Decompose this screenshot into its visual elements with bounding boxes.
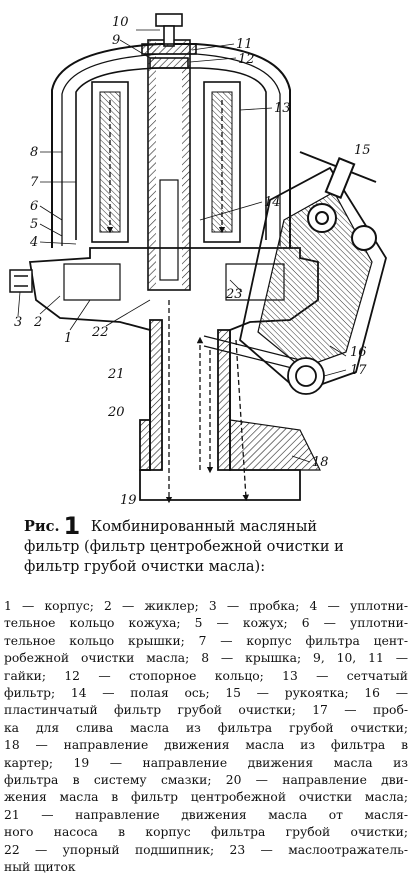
label-18: 18	[312, 455, 329, 470]
label-19: 19	[120, 493, 137, 508]
legend-line: фильтра в систему смазки; 20 — направлен…	[4, 773, 408, 788]
hollow-axis	[147, 39, 191, 291]
filter-diagram: 10 9 11 12 13 14 15 8 7 6 5 4 3 2 1 22 2…	[9, 13, 387, 508]
label-10: 10	[112, 15, 129, 30]
flow-arrows	[106, 100, 250, 504]
label-13: 13	[274, 101, 291, 116]
caption-line-1: Комбинированный масляный	[90, 519, 318, 535]
leader-lines	[17, 29, 347, 463]
handle	[299, 151, 377, 251]
parts-legend: 1 — корпус; 2 — жиклер; 3 — пробка; 4 — …	[4, 598, 408, 877]
caption-prefix: Рис.	[24, 518, 60, 535]
label-12: 12	[238, 52, 255, 67]
legend-line: фильтр; 14 — полая ось; 15 — рукоятка; 1…	[4, 686, 408, 701]
plug-17	[287, 357, 325, 395]
legend-line: 21 — направление движения масла от масля…	[4, 807, 408, 822]
legend-line: ный щиток	[4, 860, 76, 875]
label-8: 8	[30, 145, 38, 160]
label-4: 4	[29, 235, 38, 250]
rotor-housing	[75, 67, 267, 243]
label-7: 7	[30, 175, 39, 190]
label-15: 15	[354, 143, 371, 158]
label-11: 11	[236, 37, 253, 52]
legend-line: картер; 19 — направление движения масла …	[4, 755, 408, 770]
label-17: 17	[350, 363, 367, 378]
legend-line: 1 — корпус; 2 — жиклер; 3 — пробка; 4 — …	[4, 599, 408, 613]
top-nuts	[141, 13, 197, 69]
label-23: 23	[225, 287, 243, 302]
legend-line: тельное кольцо крышки; 7 — корпус фильтр…	[4, 633, 408, 648]
caption-line-2: фильтр (фильтр центробежной очистки и	[24, 539, 344, 555]
label-3: 3	[14, 315, 22, 330]
caption-line-3: фильтр грубой очистки масла):	[24, 559, 266, 575]
label-9: 9	[112, 33, 120, 48]
legend-line: ного насоса в корпус фильтра грубой очис…	[4, 825, 408, 840]
caption-number: 1	[63, 512, 81, 540]
label-2: 2	[33, 315, 42, 330]
legend-line: 18 — направление движения масла из фильт…	[4, 738, 408, 753]
legend-line: гайки; 12 — стопорное кольцо; 13 — сетча…	[4, 668, 408, 683]
legend-line: 22 — упорный подшипник; 23 — маслоотража…	[4, 842, 408, 857]
legend-line: жения масла в фильтр центробежной очистк…	[4, 790, 408, 805]
legend-line: пластинчатый фильтр грубой очистки; 17 —…	[4, 703, 408, 718]
caption-head: Рис.1 Комбинированный масляный	[24, 514, 404, 538]
legend-line: робежной очистки масла; 8 — крышка; 9, 1…	[4, 651, 408, 666]
legend-line: ка для слива масла из фильтра грубой очи…	[4, 720, 408, 735]
label-21: 21	[107, 367, 125, 382]
label-5: 5	[30, 217, 38, 232]
legend-line: тельное кольцо кожуха; 5 — кожух; 6 — уп…	[4, 616, 408, 631]
cover	[51, 43, 291, 248]
label-14: 14	[264, 195, 281, 210]
label-20: 20	[107, 405, 125, 420]
label-22: 22	[91, 325, 109, 340]
label-1: 1	[64, 331, 72, 346]
filter-drawing: 10 9 11 12 13 14 15 8 7 6 5 4 3 2 1 22 2…	[9, 13, 387, 508]
figure-caption: Рис.1 Комбинированный масляный фильтр (ф…	[24, 514, 404, 577]
label-6: 6	[30, 199, 38, 214]
drain-plug	[9, 269, 33, 293]
label-16: 16	[350, 345, 367, 360]
